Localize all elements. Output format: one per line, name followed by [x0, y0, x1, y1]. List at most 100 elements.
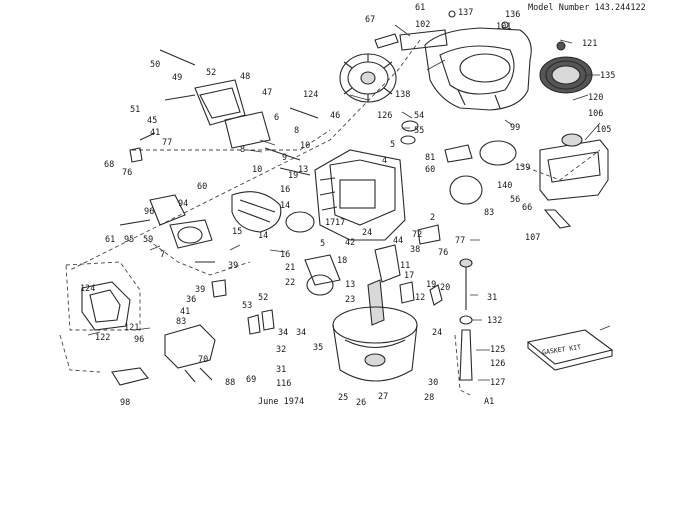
part-label: 127	[490, 378, 505, 388]
part-label: 14	[280, 201, 290, 211]
part-label: 21	[285, 263, 295, 273]
part-label: 76	[122, 168, 132, 178]
part-label: 41	[150, 128, 160, 138]
blower-housing	[424, 27, 532, 111]
part-label: 10	[300, 141, 310, 151]
part-label: 30	[428, 378, 438, 388]
part-label: 15	[232, 227, 242, 237]
part-label: 94	[178, 199, 188, 209]
part-label: 56	[510, 195, 520, 205]
part-label: 77	[162, 138, 172, 148]
part-label: 95	[124, 235, 134, 245]
part-label: 52	[206, 68, 216, 78]
dipstick	[459, 258, 473, 381]
part-label: 66	[522, 203, 532, 213]
part-label: 50	[150, 60, 160, 70]
part-label: 88	[225, 378, 235, 388]
part-label: 10	[252, 165, 262, 175]
part-label: 122	[95, 333, 110, 343]
part-label: 60	[425, 165, 435, 175]
part-label: 20	[440, 283, 450, 293]
part-label: 45	[147, 116, 157, 126]
part-label: 31	[276, 365, 286, 375]
part-label: 8	[294, 126, 299, 136]
part-label: 17	[335, 218, 345, 228]
part-label: 12	[415, 293, 425, 303]
part-label: 24	[432, 328, 442, 338]
part-label: 96	[134, 335, 144, 345]
part-label: 59	[143, 235, 153, 245]
part-label: 9	[282, 153, 287, 163]
part-label: 60	[197, 182, 207, 192]
part-label: 132	[487, 316, 502, 326]
part-label: 17	[325, 218, 335, 228]
part-label: 121	[124, 323, 139, 333]
part-label: 17	[404, 271, 414, 281]
part-label: 23	[345, 295, 355, 305]
part-label: 72	[412, 230, 422, 240]
part-label: 135	[600, 71, 615, 81]
part-label: 25	[338, 393, 348, 403]
air-filter-disc	[479, 140, 517, 166]
part-label: 83	[484, 208, 494, 218]
part-label: 48	[240, 72, 250, 82]
part-label: 126	[490, 359, 505, 369]
part-label: 32	[276, 345, 286, 355]
part-label: 22	[285, 278, 295, 288]
part-label: 31	[487, 293, 497, 303]
part-label: 4	[382, 156, 387, 166]
cylinder-block	[314, 149, 406, 241]
part-label: 18	[337, 256, 347, 266]
carburetor	[149, 191, 315, 249]
part-label: 7	[160, 250, 165, 260]
part-label: 34	[296, 328, 306, 338]
heat-shield	[399, 29, 448, 51]
part-label: 61	[105, 235, 115, 245]
starter-pulley	[539, 56, 593, 94]
part-label: 51	[130, 105, 140, 115]
part-label: 24	[362, 228, 372, 238]
part-label: 42	[345, 238, 355, 248]
part-label: 44	[393, 236, 403, 246]
part-label: 126	[377, 111, 392, 121]
part-label: 76	[438, 248, 448, 258]
part-label: 70	[198, 355, 208, 365]
part-label: 124	[303, 90, 318, 100]
part-label: 35	[313, 343, 323, 353]
part-label: 47	[262, 88, 272, 98]
part-label: 49	[172, 73, 182, 83]
part-label: 14	[258, 231, 268, 241]
part-label: 61	[415, 3, 425, 13]
crankshaft	[304, 244, 401, 326]
part-label: 36	[186, 295, 196, 305]
part-label: 19	[426, 280, 436, 290]
part-label: 137	[458, 8, 473, 18]
part-label: 67	[365, 15, 375, 25]
air-cleaner-housing	[81, 281, 131, 331]
gasket-kit-label: GASKET KIT	[542, 343, 582, 356]
part-label: 41	[180, 307, 190, 317]
part-label: 83	[176, 317, 186, 327]
leader-lines	[87, 24, 611, 381]
part-label: 27	[378, 392, 388, 402]
part-label: 55	[414, 126, 424, 136]
part-label: 140	[497, 181, 512, 191]
part-label: 107	[525, 233, 540, 243]
part-label: 138	[395, 90, 410, 100]
part-label: 28	[424, 393, 434, 403]
muffler	[111, 324, 216, 386]
part-label: 38	[410, 245, 420, 255]
part-label: 101	[496, 22, 511, 32]
part-label: 68	[104, 160, 114, 170]
part-label: 125	[490, 345, 505, 355]
part-label: 39	[195, 285, 205, 295]
gasket-kit-box: GASKET KIT	[526, 329, 614, 371]
part-label: 120	[588, 93, 603, 103]
fuel-tank	[539, 133, 609, 229]
part-label: 96	[144, 207, 154, 217]
part-label: 136	[505, 10, 520, 20]
part-label: 2	[430, 213, 435, 223]
part-label: 16	[280, 250, 290, 260]
sump	[332, 306, 418, 382]
